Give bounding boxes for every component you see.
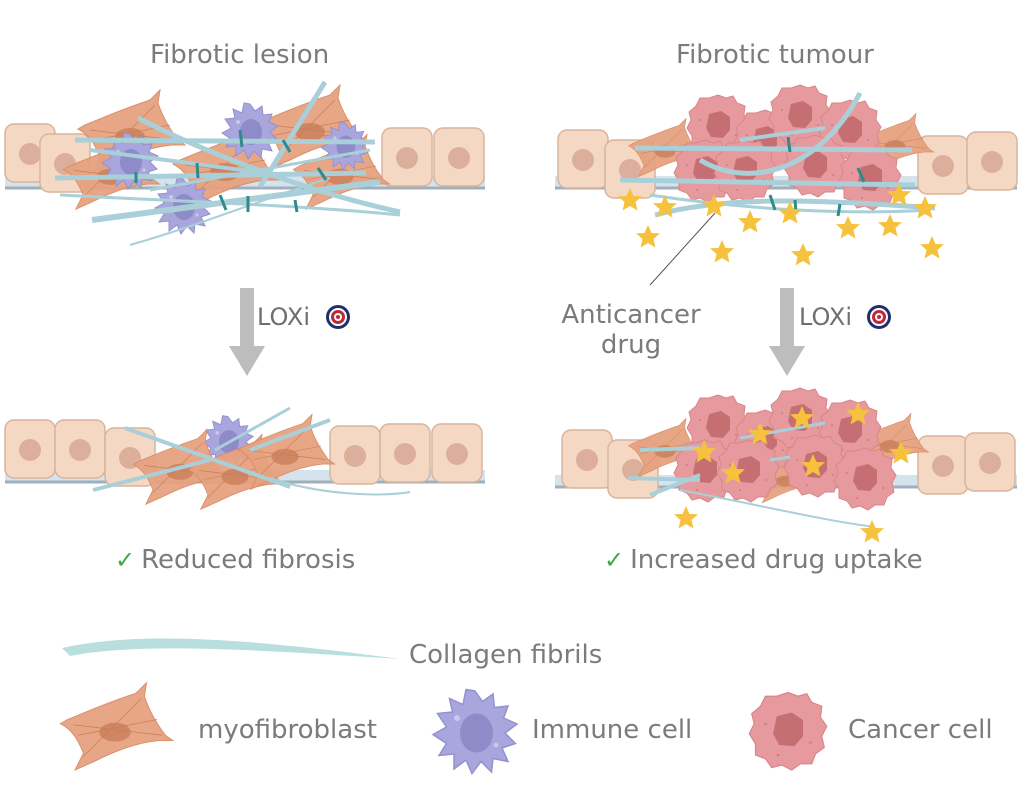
target-icon xyxy=(867,305,891,329)
drug-star-icon xyxy=(778,201,802,224)
immune-cell-legend-icon xyxy=(432,688,518,775)
epithelial-cell xyxy=(329,425,381,485)
drug-pointer-line xyxy=(649,212,716,286)
drug-star-icon xyxy=(738,210,762,233)
epithelial-cell xyxy=(917,435,969,495)
drug-star-icon xyxy=(878,214,902,237)
epithelial-cell xyxy=(561,429,613,489)
annotation-line: Anticancer xyxy=(561,300,701,330)
legend-myofibroblast-label: myofibroblast xyxy=(198,715,377,745)
drug-star-icon xyxy=(913,196,937,219)
drug-star-icon xyxy=(674,506,698,529)
annotation-line: drug xyxy=(600,330,662,360)
drug-star-icon xyxy=(710,240,734,263)
cancer-cell-legend-icon xyxy=(748,691,828,771)
legend-cancer-label: Cancer cell xyxy=(848,715,993,745)
epithelial-cell xyxy=(4,419,56,479)
drug-star-icon xyxy=(860,520,884,543)
right-panel-title: Fibrotic tumour xyxy=(676,40,874,70)
myofibroblast-legend-icon xyxy=(59,682,174,771)
collagen-fibrils xyxy=(92,406,411,496)
epithelial-cell xyxy=(431,423,483,483)
fibrotic-tumour-illustration xyxy=(555,84,1018,286)
reduced-fibrosis-illustration xyxy=(4,406,485,510)
fibrotic-lesion-illustration xyxy=(4,80,485,246)
epithelial-cell xyxy=(966,131,1018,191)
cancer-cell xyxy=(833,447,897,511)
drug-star-icon xyxy=(791,243,815,266)
epithelial-cell xyxy=(54,419,106,479)
epithelial-cell xyxy=(379,423,431,483)
left-outcome: ✓Reduced fibrosis xyxy=(115,545,355,575)
treatment-arrow-right xyxy=(769,288,805,376)
left-outcome-text: Reduced fibrosis xyxy=(141,545,356,575)
epithelial-cell xyxy=(381,127,433,187)
increased-uptake-illustration xyxy=(555,387,1017,543)
check-icon: ✓ xyxy=(604,546,625,574)
drug-star-icon xyxy=(920,236,944,259)
legend-immune-label: Immune cell xyxy=(532,715,693,745)
left-panel-title: Fibrotic lesion xyxy=(150,40,330,70)
drug-star-icon xyxy=(836,216,860,239)
epithelial-cell xyxy=(964,432,1016,492)
right-treatment-label: LOXi xyxy=(799,303,852,331)
target-icon xyxy=(326,305,350,329)
right-outcome: ✓Increased drug uptake xyxy=(604,545,923,575)
epithelial-cell xyxy=(433,127,485,187)
collagen-fibril-legend-icon xyxy=(62,638,400,659)
collagen-fibrils xyxy=(54,80,401,246)
treatment-arrow-left xyxy=(229,288,265,376)
legend-collagen-label: Collagen fibrils xyxy=(409,640,603,670)
epithelial-cell xyxy=(557,129,609,189)
crosslinks xyxy=(134,129,328,213)
anticancer-drug-annotation: Anticancer drug xyxy=(556,300,706,360)
drug-star-icon xyxy=(636,225,660,248)
left-treatment-label: LOXi xyxy=(257,303,310,331)
right-outcome-text: Increased drug uptake xyxy=(630,545,923,575)
check-icon: ✓ xyxy=(115,546,136,574)
drug-stars xyxy=(618,183,944,266)
